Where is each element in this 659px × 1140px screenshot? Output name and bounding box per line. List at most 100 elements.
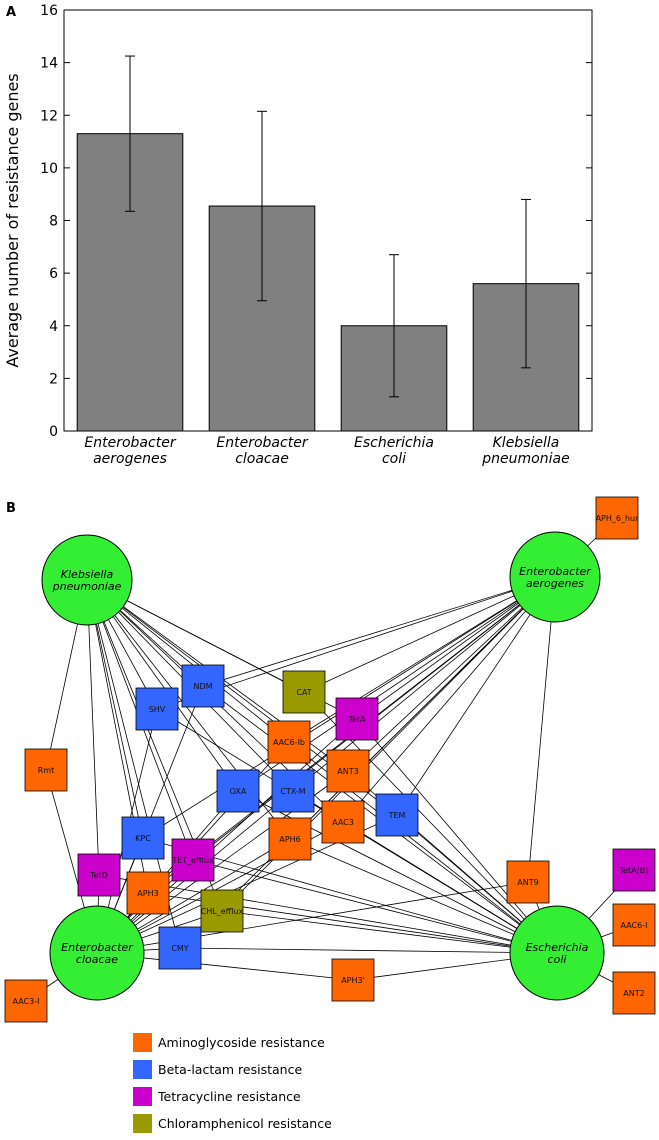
gene-label: KPC bbox=[135, 834, 151, 843]
gene-node bbox=[612, 903, 656, 947]
gene-node bbox=[612, 971, 656, 1015]
gene-node bbox=[612, 848, 656, 892]
gene-label: TET_efflux bbox=[171, 856, 214, 865]
network-edge bbox=[396, 576, 556, 816]
gene-label: TetA bbox=[347, 715, 366, 724]
y-tick-label: 12 bbox=[40, 108, 58, 124]
species-node bbox=[509, 531, 601, 623]
species-node bbox=[41, 534, 133, 626]
network-edge bbox=[289, 838, 558, 954]
gene-label: APH3' bbox=[341, 976, 365, 985]
y-tick-label: 14 bbox=[40, 56, 58, 72]
network-edge bbox=[202, 576, 556, 687]
gene-node bbox=[335, 697, 379, 741]
gene-node bbox=[375, 793, 419, 837]
legend-label: Chloramphenicol resistance bbox=[158, 1116, 332, 1131]
gene-label: CMY bbox=[171, 944, 188, 953]
gene-label: ANT9 bbox=[517, 878, 538, 887]
legend-swatch bbox=[133, 1060, 152, 1079]
gene-label: APH3 bbox=[137, 889, 158, 898]
y-tick-label: 2 bbox=[49, 371, 58, 387]
gene-node bbox=[321, 800, 365, 844]
gene-label: AAC3-I bbox=[13, 997, 40, 1006]
gene-node bbox=[135, 687, 179, 731]
network-edge bbox=[303, 576, 556, 693]
gene-node bbox=[216, 769, 260, 813]
gene-node bbox=[181, 664, 225, 708]
y-tick-label: 6 bbox=[49, 266, 58, 282]
legend-swatch bbox=[133, 1114, 152, 1133]
gene-label: TEM bbox=[388, 811, 406, 820]
network-edge bbox=[179, 947, 558, 954]
gene-label: AAC6-Ib bbox=[273, 738, 305, 747]
gene-label: ANT2 bbox=[623, 989, 644, 998]
network-edge bbox=[527, 576, 556, 883]
gene-node bbox=[271, 769, 315, 813]
gene-label: AAC3 bbox=[332, 818, 354, 827]
network-edge bbox=[86, 579, 291, 840]
network-edge bbox=[86, 579, 100, 876]
gene-node bbox=[268, 817, 312, 861]
gene-label: APH6 bbox=[279, 835, 300, 844]
gene-node bbox=[158, 926, 202, 970]
gene-node bbox=[326, 749, 370, 793]
panel-a-letter: A bbox=[6, 5, 16, 20]
network-edge bbox=[356, 718, 558, 954]
gene-label: Rmt bbox=[38, 766, 55, 775]
gene-node bbox=[282, 670, 326, 714]
error-bar-group bbox=[125, 55, 531, 398]
gene-label: ANT3 bbox=[337, 767, 358, 776]
network-edge bbox=[342, 576, 556, 823]
y-axis-label: Average number of resistance genes bbox=[3, 73, 22, 367]
legend-swatch bbox=[133, 1033, 152, 1052]
gene-node bbox=[24, 748, 68, 792]
species-node bbox=[509, 905, 605, 1001]
gene-node bbox=[171, 838, 215, 882]
network-edge bbox=[98, 874, 558, 954]
gene-label: APH_6_hur bbox=[596, 514, 640, 523]
network-edge bbox=[288, 576, 556, 743]
legend-label: Tetracycline resistance bbox=[157, 1089, 301, 1104]
gene-label: CTX-M bbox=[280, 787, 305, 796]
y-tick-label: 16 bbox=[40, 3, 58, 19]
gene-node bbox=[4, 979, 48, 1023]
gene-label: AAC6-I bbox=[621, 921, 648, 930]
gene-label: TetA(B) bbox=[619, 866, 649, 875]
gene-label: TetD bbox=[89, 871, 108, 880]
gene-node bbox=[506, 860, 550, 904]
gene-node bbox=[267, 720, 311, 764]
y-tick-label: 4 bbox=[49, 319, 58, 335]
legend-label: Aminoglycoside resistance bbox=[158, 1035, 325, 1050]
gene-node bbox=[331, 958, 375, 1002]
gene-label: CHL_efflux bbox=[201, 907, 244, 916]
legend-label: Beta-lactam resistance bbox=[158, 1062, 302, 1077]
network-edge bbox=[347, 576, 556, 772]
bar-group bbox=[76, 133, 580, 432]
network-edge bbox=[221, 910, 558, 954]
panel-b-letter: B bbox=[6, 501, 16, 516]
legend-swatch bbox=[133, 1087, 152, 1106]
network-edge bbox=[192, 859, 558, 954]
gene-node bbox=[126, 871, 170, 915]
gene-label: OXA bbox=[230, 787, 247, 796]
y-tick-label: 0 bbox=[49, 424, 58, 440]
gene-node bbox=[200, 889, 244, 933]
y-tick-label: 8 bbox=[49, 214, 58, 230]
gene-label: CAT bbox=[296, 688, 311, 697]
gene-label: NDM bbox=[193, 682, 212, 691]
species-node bbox=[49, 905, 145, 1001]
